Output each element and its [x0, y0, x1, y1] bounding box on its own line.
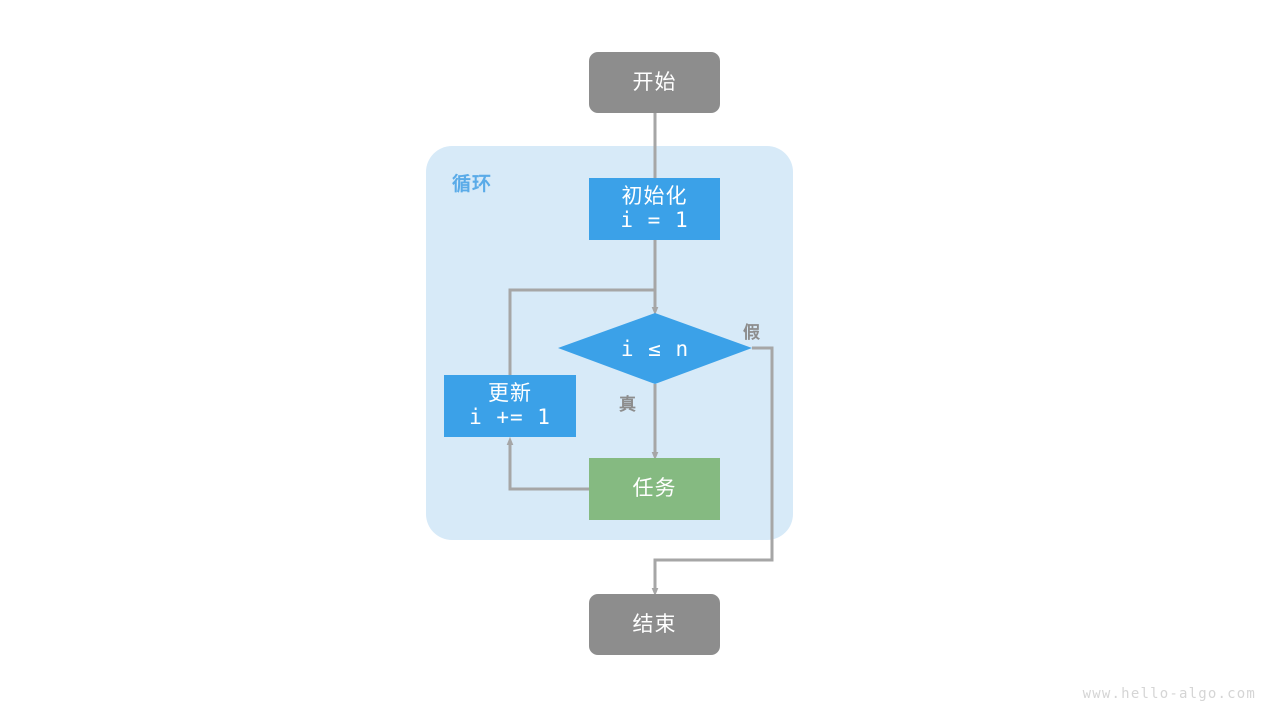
node-update-label-line2: i += 1: [469, 405, 551, 429]
edge-label-false: 假: [743, 323, 760, 343]
loop-group-label: 循环: [452, 173, 493, 195]
node-task[interactable]: 任务: [589, 458, 720, 520]
edge-update-to-condition: [508, 288, 655, 375]
edge-condition-to-end: [651, 346, 774, 597]
edge-label-true: 真: [619, 395, 636, 415]
node-start[interactable]: 开始: [589, 52, 720, 113]
node-initialize[interactable]: 初始化 i = 1: [589, 178, 720, 240]
node-end[interactable]: 结束: [589, 594, 720, 655]
node-initialize-label-line1: 初始化: [621, 184, 688, 209]
node-end-label: 结束: [632, 611, 677, 636]
node-start-label: 开始: [632, 69, 677, 94]
node-update-label-line1: 更新: [488, 381, 532, 406]
node-initialize-label-line2: i = 1: [620, 208, 689, 232]
node-update[interactable]: 更新 i += 1: [444, 375, 576, 437]
watermark: www.hello-algo.com: [1082, 686, 1256, 702]
condition-diamond-shape: [558, 313, 752, 384]
node-task-label: 任务: [632, 476, 677, 501]
edge-task-to-update: [506, 436, 589, 491]
